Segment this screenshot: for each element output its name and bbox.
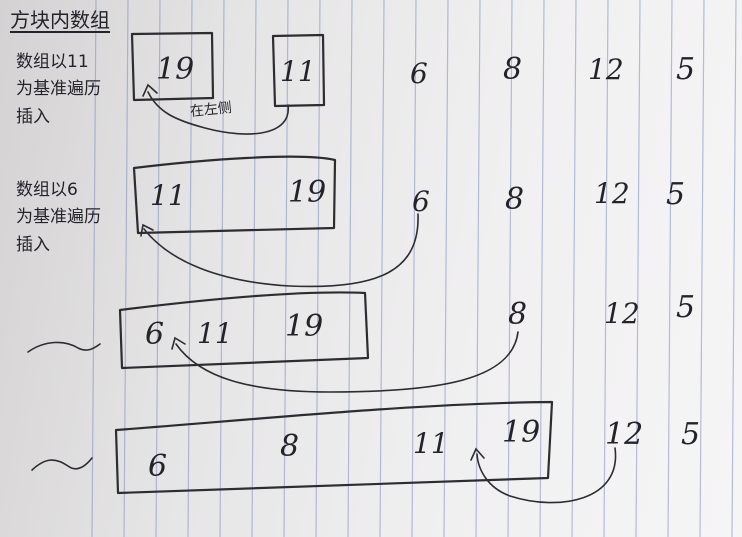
note-step1: 数组以11 为基准遍历 插入: [16, 52, 101, 128]
note-step1-line1: 数组以11: [16, 52, 89, 72]
row3-rest-value: 12: [604, 297, 640, 330]
title: 方块内数组: [10, 8, 110, 32]
arrow-row2-head: [140, 223, 154, 237]
row2-rest-value: 12: [594, 177, 630, 210]
row3-boxed-value: 19: [285, 309, 324, 344]
arrow-row1-head: [142, 83, 158, 97]
tilde-row4: [31, 457, 93, 471]
box-row2: [132, 155, 337, 235]
note-step2-line2: 为基准遍历: [16, 207, 101, 228]
row3-rest-value: 5: [676, 290, 696, 325]
row2-pivot-value: 6: [412, 185, 430, 218]
row4-boxed-value: 6: [148, 449, 168, 484]
note-step1-line3: 插入: [16, 106, 50, 127]
row2-rest-value: 8: [505, 182, 525, 217]
row4-boxed-value: 19: [502, 415, 541, 450]
arrow-row4-head: [470, 447, 485, 461]
note-step2-line3: 插入: [16, 234, 50, 255]
row1-rest-value: 12: [588, 53, 624, 86]
row4-boxed-value: 11: [413, 427, 449, 460]
box-row1-left: [130, 31, 215, 102]
row1-rest-value: 5: [676, 52, 696, 87]
row3-boxed-value: 11: [197, 317, 233, 350]
row1-rest-value: 6: [410, 57, 428, 90]
row4-pivot-value: 12: [605, 417, 644, 452]
arrow-row3-curve: [175, 331, 519, 393]
row1-rest-value: 8: [503, 52, 523, 87]
tilde-row3: [27, 341, 101, 353]
arrow-row3-head: [171, 336, 186, 350]
row3-pivot-value: 8: [508, 297, 528, 332]
arrow-row2-curve: [143, 213, 419, 288]
note-step1-line2: 为基准遍历: [16, 79, 101, 100]
row2-boxed-value: 11: [150, 179, 186, 212]
row1-pivot-value: 11: [280, 55, 316, 88]
row2-boxed-value: 19: [288, 175, 327, 210]
box-row3: [118, 291, 370, 370]
row1-boxed-value: 19: [156, 52, 195, 87]
note-step2: 数组以6 为基准遍历 插入: [16, 180, 101, 256]
row3-boxed-value: 6: [145, 317, 165, 352]
box-row4: [114, 400, 554, 495]
arrow-row4-curve: [476, 447, 617, 504]
row4-rest-value: 5: [681, 417, 701, 452]
arrow-row1-curve: [147, 91, 289, 135]
ruled-lines: [91, 0, 737, 537]
box-row1-pivot: [271, 33, 326, 108]
note-step2-line1: 数组以6: [16, 180, 78, 200]
row4-boxed-value: 8: [280, 429, 300, 464]
row2-rest-value: 5: [666, 177, 686, 212]
